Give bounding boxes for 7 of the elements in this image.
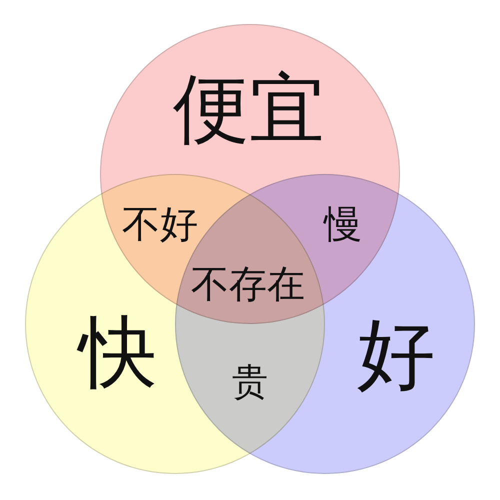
overlap-label: 慢 <box>324 205 362 243</box>
circle-label: 好 <box>357 316 435 394</box>
circle-label: 快 <box>79 314 157 392</box>
overlap-label: 不存在 <box>191 265 305 303</box>
overlap-label: 贵 <box>232 365 268 401</box>
overlap-label: 不好 <box>122 205 198 243</box>
circle-label: 便宜 <box>173 71 325 147</box>
